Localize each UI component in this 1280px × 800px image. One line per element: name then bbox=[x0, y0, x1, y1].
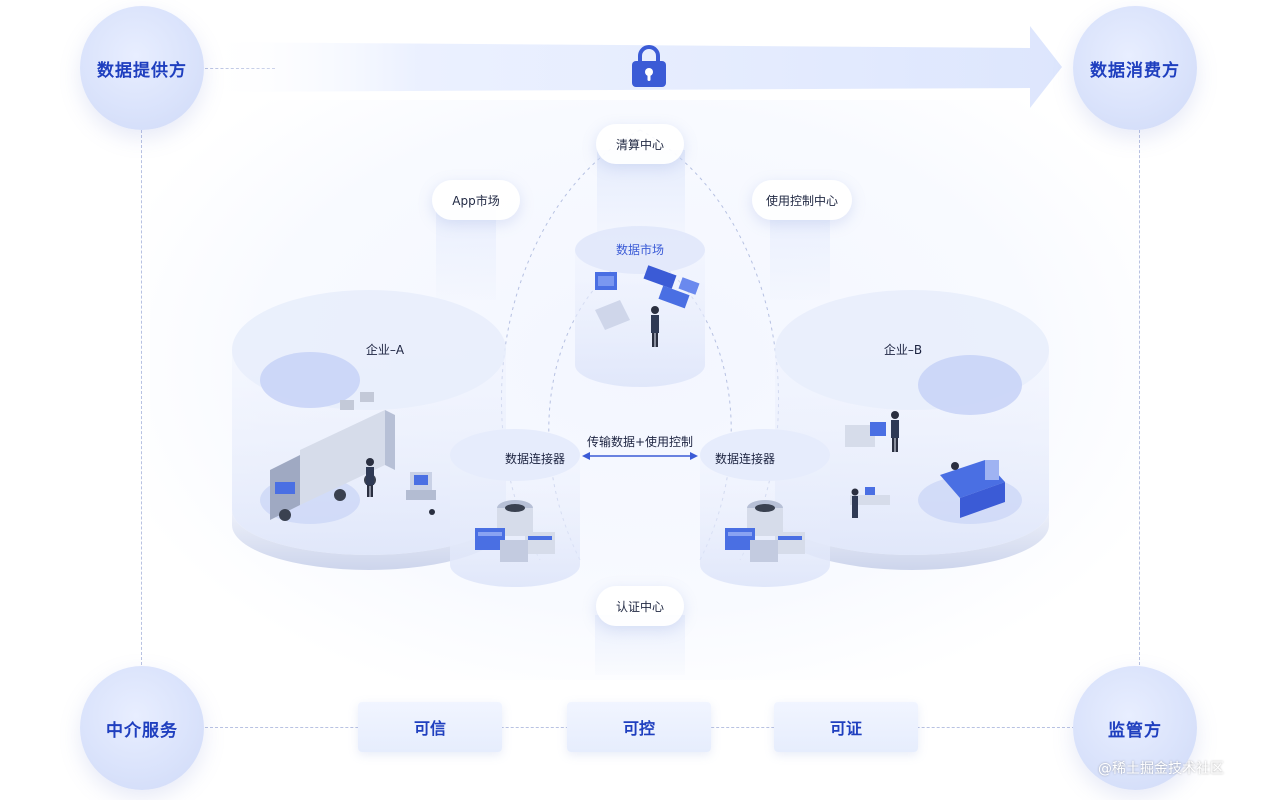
trust-pillar-controllable: 可控 bbox=[567, 702, 711, 752]
server-stack-right bbox=[725, 500, 805, 562]
transfer-arrow bbox=[582, 452, 698, 460]
connector-right-label: 数据连接器 bbox=[714, 452, 775, 466]
intermediary-node: 中介服务 bbox=[80, 666, 204, 790]
trust-pillar-label: 可控 bbox=[622, 719, 655, 738]
data-market-scene bbox=[595, 265, 700, 347]
truck-illustration bbox=[270, 392, 395, 521]
app-market-bubble: App市场 bbox=[432, 180, 520, 220]
lock-icon bbox=[632, 45, 666, 87]
data-consumer-node: 数据消费方 bbox=[1073, 6, 1197, 130]
certification-center-bubble: 认证中心 bbox=[596, 586, 684, 626]
enterprise-b-scene bbox=[845, 411, 1005, 518]
watermark: @稀土掘金技术社区 bbox=[1098, 761, 1224, 777]
usage-control-beam bbox=[770, 210, 830, 300]
data-provider-node: 数据提供方 bbox=[80, 6, 204, 130]
app-market-beam bbox=[436, 210, 496, 300]
frame-left-line bbox=[141, 130, 142, 670]
clearing-center-label: 清算中心 bbox=[615, 137, 664, 152]
usage-control-label: 使用控制中心 bbox=[765, 193, 838, 208]
data-provider-label: 数据提供方 bbox=[97, 60, 187, 81]
trust-pillar-trusted: 可信 bbox=[358, 702, 502, 752]
usage-control-bubble: 使用控制中心 bbox=[752, 180, 852, 220]
intermediary-label: 中介服务 bbox=[106, 720, 178, 741]
data-consumer-label: 数据消费方 bbox=[1090, 60, 1180, 81]
ecosystem-illustration bbox=[232, 129, 1049, 587]
frame-right-line bbox=[1139, 130, 1140, 670]
enterprise-a-label: 企业–A bbox=[365, 343, 405, 357]
trust-pillar-verifiable: 可证 bbox=[774, 702, 918, 752]
server-stack-left bbox=[475, 500, 555, 562]
flow-arrow bbox=[200, 26, 1062, 108]
connector-left-label: 数据连接器 bbox=[504, 452, 565, 466]
enterprise-b-label: 企业–B bbox=[883, 343, 923, 357]
app-market-label: App市场 bbox=[452, 193, 500, 208]
clearing-beam bbox=[597, 150, 685, 240]
trust-pillar-label: 可证 bbox=[829, 719, 862, 738]
transfer-label: 传输数据+使用控制 bbox=[586, 435, 694, 449]
certification-center-label: 认证中心 bbox=[615, 599, 664, 614]
trust-pillar-label: 可信 bbox=[413, 719, 446, 738]
clearing-center-bubble: 清算中心 bbox=[596, 124, 684, 164]
regulator-node: 监管方 bbox=[1073, 666, 1197, 790]
regulator-label: 监管方 bbox=[1108, 720, 1162, 741]
person-a bbox=[366, 458, 374, 497]
workstation-a bbox=[406, 472, 436, 515]
data-market-label: 数据市场 bbox=[615, 243, 664, 257]
